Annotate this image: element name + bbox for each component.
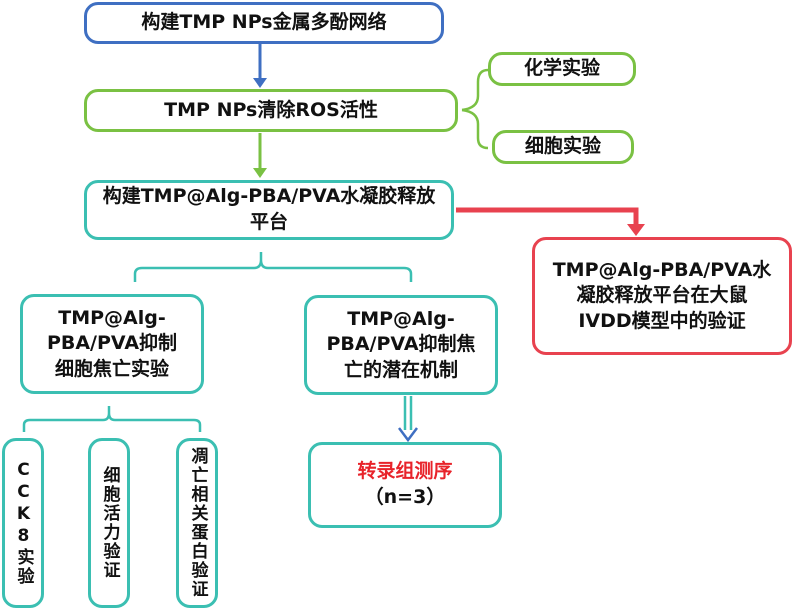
brace-hydrogel-children (133, 252, 413, 282)
brace-upper (461, 68, 489, 112)
node-cell: 细胞实验 (492, 130, 634, 164)
node-mechanism: TMP@Alg-PBA/PVA抑制焦亡的潜在机制 (304, 295, 498, 395)
node-ros: TMP NPs清除ROS活性 (84, 89, 458, 132)
node-cck8: CCK8实验 (2, 438, 44, 608)
node-mpn: 构建TMP NPs金属多酚网络 (84, 2, 444, 44)
node-chem-label: 化学实验 (523, 57, 600, 80)
node-rat: TMP@Alg-PBA/PVA水凝胶释放平台在大鼠IVDD模型中的验证 (532, 237, 792, 355)
node-hydrogel: 构建TMP@Alg-PBA/PVA水凝胶释放平台 (84, 180, 454, 240)
node-inhibit-label: TMP@Alg-PBA/PVA抑制细胞焦亡实验 (46, 306, 178, 380)
brace-lower (461, 108, 489, 150)
node-protein: 凋亡相关蛋白验证 (176, 438, 218, 608)
brace-inhibit-children (22, 406, 202, 432)
node-mechanism-label: TMP@Alg-PBA/PVA抑制焦亡的潜在机制 (326, 307, 476, 381)
node-mpn-label: 构建TMP NPs金属多酚网络 (141, 11, 387, 34)
arrow-head-mpn-to-ros (253, 78, 267, 88)
node-hydrogel-label: 构建TMP@Alg-PBA/PVA水凝胶释放平台 (102, 185, 436, 233)
node-rat-label: TMP@Alg-PBA/PVA水凝胶释放平台在大鼠IVDD模型中的验证 (552, 258, 772, 332)
node-seq-n: （n=3） (364, 486, 446, 508)
arrow-head-hydrogel-to-rat (627, 224, 645, 236)
node-ros-label: TMP NPs清除ROS活性 (164, 98, 378, 121)
node-chem: 化学实验 (488, 52, 636, 86)
node-viability: 细胞活力验证 (88, 438, 130, 608)
arrow-head-ros-to-hydrogel (253, 168, 267, 178)
node-protein-label: 凋亡相关蛋白验证 (187, 447, 208, 599)
arrow-hydrogel-to-rat (456, 207, 639, 228)
node-inhibit: TMP@Alg-PBA/PVA抑制细胞焦亡实验 (20, 294, 204, 394)
node-viability-label: 细胞活力验证 (99, 466, 120, 580)
node-cck8-label: CCK8实验 (13, 460, 34, 586)
node-cell-label: 细胞实验 (524, 135, 601, 158)
node-seq-title: 转录组测序 (357, 460, 453, 483)
arrow-head-mech-to-seq (398, 427, 418, 443)
node-seq: 转录组测序 （n=3） (308, 442, 502, 528)
